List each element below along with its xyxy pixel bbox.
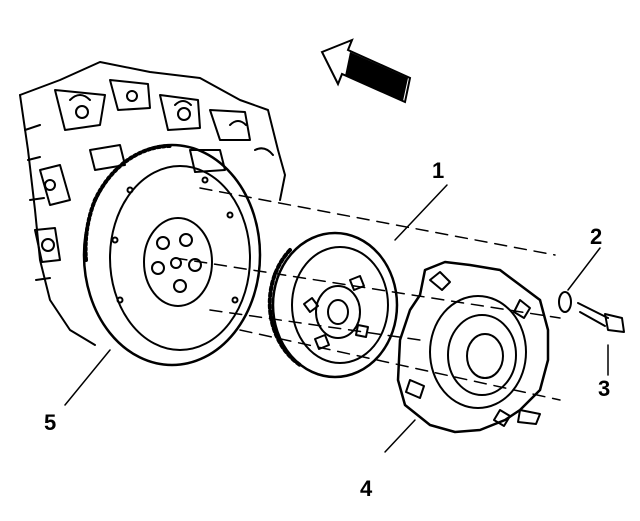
callout-4: 4: [360, 476, 373, 501]
callout-1: 1: [432, 158, 444, 183]
leader-lines: [64, 184, 609, 453]
callout-5: 5: [44, 410, 56, 435]
clutch-disc: [267, 231, 399, 379]
alignment-lines: [174, 187, 561, 401]
pressure-plate: [396, 260, 550, 434]
bolt: [577, 302, 625, 333]
front-direction-arrow-icon: [320, 38, 412, 104]
callout-3: 3: [598, 376, 610, 401]
washer: [558, 291, 572, 313]
engine-block: [19, 61, 286, 346]
callout-2: 2: [590, 224, 602, 249]
flywheel: [82, 143, 262, 367]
